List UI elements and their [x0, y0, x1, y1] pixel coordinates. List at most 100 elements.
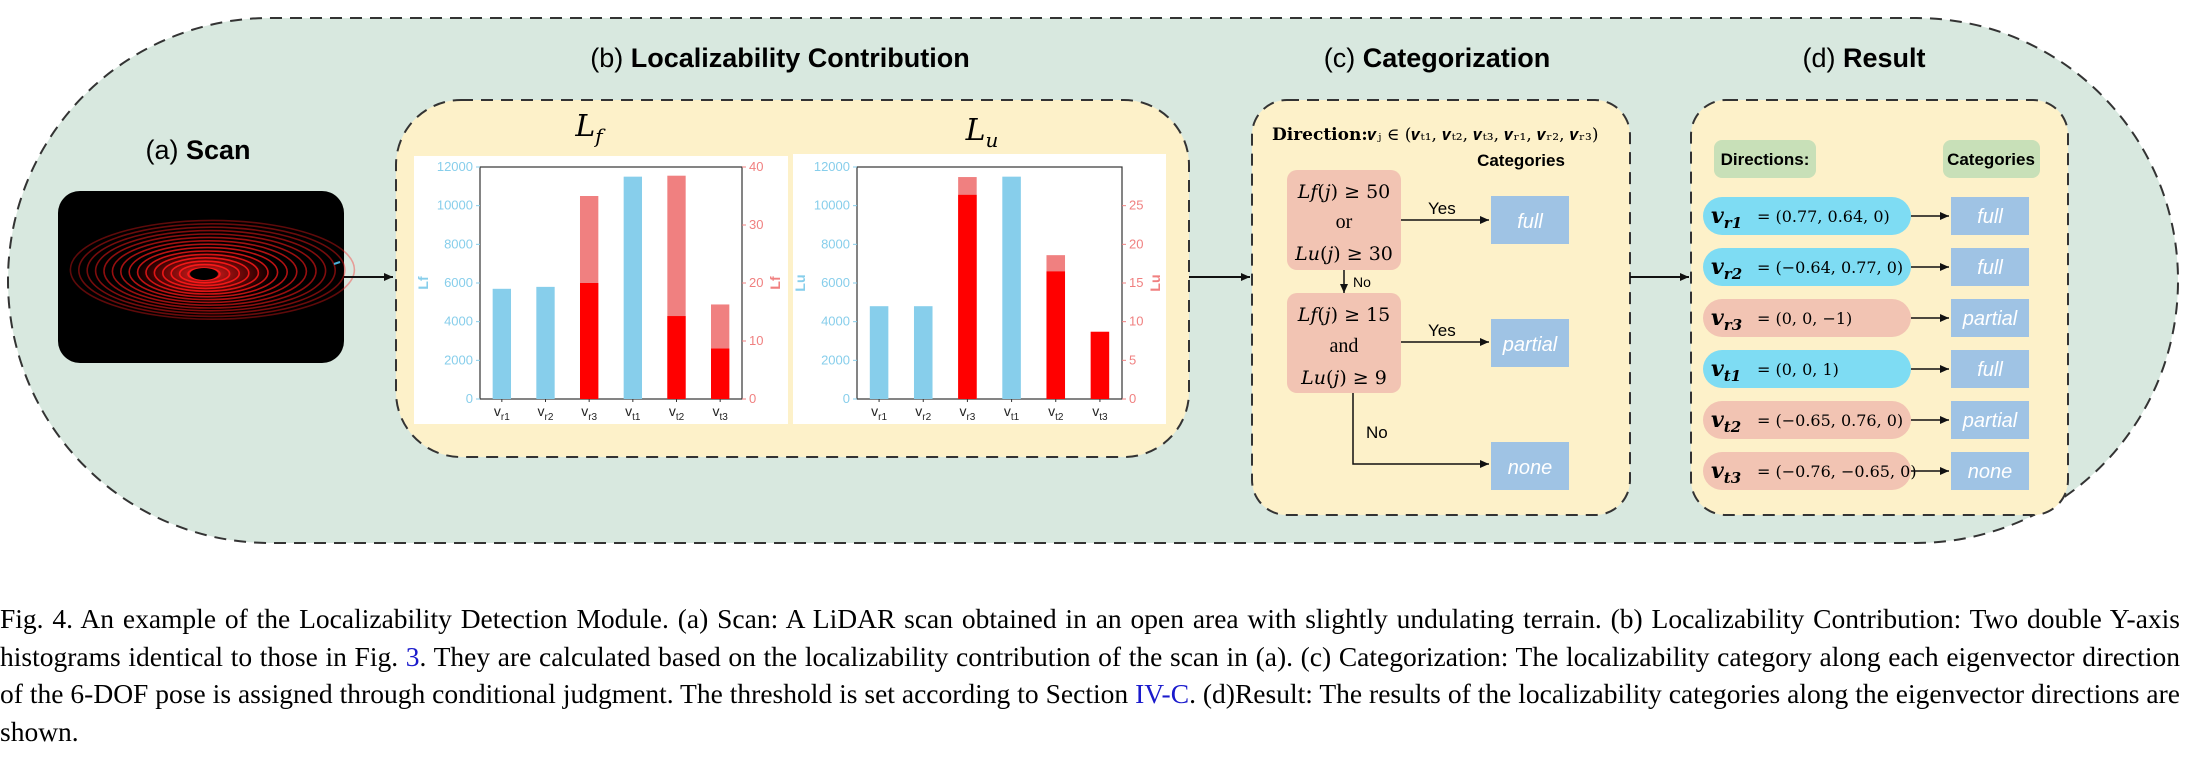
left-tick-label: 0 [466, 391, 473, 406]
direction-pill [1703, 197, 1911, 235]
contribution-title: (b) Localizability Contribution [590, 43, 970, 73]
condition-2-line-3: 𝐿𝑢(𝑗) ≥ 9 [1300, 367, 1387, 389]
left-tick-label: 0 [843, 391, 850, 406]
output-partial: partial [1502, 334, 1558, 356]
right-axis-label: Lf [767, 276, 783, 290]
direction-pill [1703, 452, 1911, 490]
direction-pill [1703, 248, 1911, 286]
category-box [1951, 248, 2029, 286]
condition-1-line-1: 𝐿𝑓(𝑗) ≥ 50 [1297, 181, 1391, 203]
bar-lu-translation [869, 306, 889, 399]
left-tick-label: 6000 [444, 275, 473, 290]
scan-ring [78, 223, 346, 318]
right-tick-label: 0 [1129, 391, 1136, 406]
scan-trajectory [333, 261, 341, 265]
category-box [1951, 299, 2029, 337]
bar-lf-translation [536, 286, 555, 399]
left-axis-label: Lf [415, 276, 431, 290]
chart-background [414, 156, 788, 424]
direction-value: = (−0.64, 0.77, 0) [1757, 258, 1903, 277]
scan-ring [103, 233, 317, 309]
bar-lf-rotation [667, 316, 686, 399]
output-none: none [1508, 457, 1553, 479]
left-tick-label: 4000 [444, 314, 473, 329]
bar-lu-rotation [958, 194, 977, 399]
left-tick-label: 6000 [821, 275, 850, 290]
bar-lu-rotation [1046, 271, 1066, 399]
scan-ring [136, 246, 279, 298]
section-reference-link[interactable]: IV-C [1135, 678, 1190, 709]
scan-center [190, 268, 218, 280]
category-label: full [1977, 359, 2003, 381]
category-label: full [1977, 257, 2003, 279]
output-none-box [1491, 442, 1569, 490]
caption-part-3: . (d)Result: The results of the localiza… [0, 678, 2180, 747]
category-label: partial [1962, 410, 2018, 432]
left-tick-label: 2000 [444, 352, 473, 367]
right-tick-label: 10 [1129, 314, 1143, 329]
left-axis-label: Lu [792, 274, 808, 291]
condition-2-line-1: 𝐿𝑓(𝑗) ≥ 15 [1297, 304, 1391, 326]
directions-label: Directions: [1721, 150, 1810, 169]
category-label: partial [1962, 308, 2018, 330]
condition-box-2 [1287, 293, 1401, 393]
direction-value: = (−0.76, −0.65, 0) [1757, 462, 1917, 481]
scan-ring [162, 257, 250, 290]
left-tick-label: 8000 [821, 236, 850, 251]
caption-part-1: Fig. 4. An example of the Localizability… [0, 603, 2180, 672]
right-tick-label: 5 [1129, 352, 1136, 367]
condition-2-line-2: and [1330, 335, 1359, 357]
bar-lu-rotation [1090, 331, 1110, 399]
direction-pill [1703, 350, 1911, 388]
bar-lf-rotation [710, 348, 730, 399]
scan-ring [120, 240, 298, 304]
direction-expression: Direction:𝒗ⱼ ∈ (𝒗ₜ₁, 𝒗ₜ₂, 𝒗ₜ₃, 𝒗ᵣ₁, 𝒗ᵣ₂,… [1272, 125, 1598, 145]
direction-value: = (0.77, 0.64, 0) [1757, 207, 1890, 226]
lidar-scan-rings [69, 219, 356, 320]
right-tick-label: 20 [1129, 236, 1143, 251]
output-partial-box [1491, 319, 1569, 367]
right-axis-label: Lu [1147, 274, 1163, 291]
scan-ring [170, 260, 240, 287]
category-box [1951, 350, 2029, 388]
category-label: none [1968, 461, 2013, 483]
categorization-title: (c) Categorization [1324, 43, 1551, 73]
direction-value: = (0, 0, −1) [1757, 309, 1852, 328]
left-tick-label: 2000 [821, 352, 850, 367]
left-tick-label: 10000 [814, 198, 850, 213]
category-box [1951, 401, 2029, 439]
right-tick-label: 25 [1129, 198, 1143, 213]
localizability-diagram: (a) Scan (b) Localizability Contribution… [7, 17, 2179, 544]
no-label-2: No [1366, 423, 1388, 442]
yes-label-2: Yes [1428, 321, 1456, 340]
category-label: full [1977, 206, 2003, 228]
direction-pill [1703, 299, 1911, 337]
scan-ring [153, 253, 260, 292]
yes-label-1: Yes [1428, 199, 1456, 218]
direction-value: = (−0.65, 0.76, 0) [1757, 411, 1903, 430]
output-full-box [1491, 196, 1569, 244]
condition-box-1 [1287, 170, 1401, 270]
bar-lf-rotation [579, 283, 599, 399]
right-tick-label: 40 [749, 159, 763, 174]
scan-ring [128, 243, 288, 301]
categorization-categories-label: Categories [1477, 151, 1565, 170]
left-tick-label: 8000 [444, 236, 473, 251]
result-categories-label-box [1943, 140, 2040, 178]
bar-lf-translation [492, 288, 512, 399]
left-tick-label: 12000 [437, 159, 473, 174]
scan-title: (a) Scan [145, 135, 250, 165]
output-full: full [1517, 211, 1543, 233]
result-categories-label: Categories [1947, 150, 2035, 169]
right-tick-label: 10 [749, 333, 763, 348]
category-box [1951, 197, 2029, 235]
no-arrow-2 [1352, 393, 1489, 468]
directions-label-box [1714, 140, 1816, 178]
figure-caption: Fig. 4. An example of the Localizability… [0, 600, 2180, 750]
scan-ring [94, 229, 327, 312]
result-title: (d) Result [1802, 43, 1925, 73]
figure-reference-link[interactable]: 3 [405, 640, 420, 672]
no-label-1: No [1353, 274, 1371, 290]
